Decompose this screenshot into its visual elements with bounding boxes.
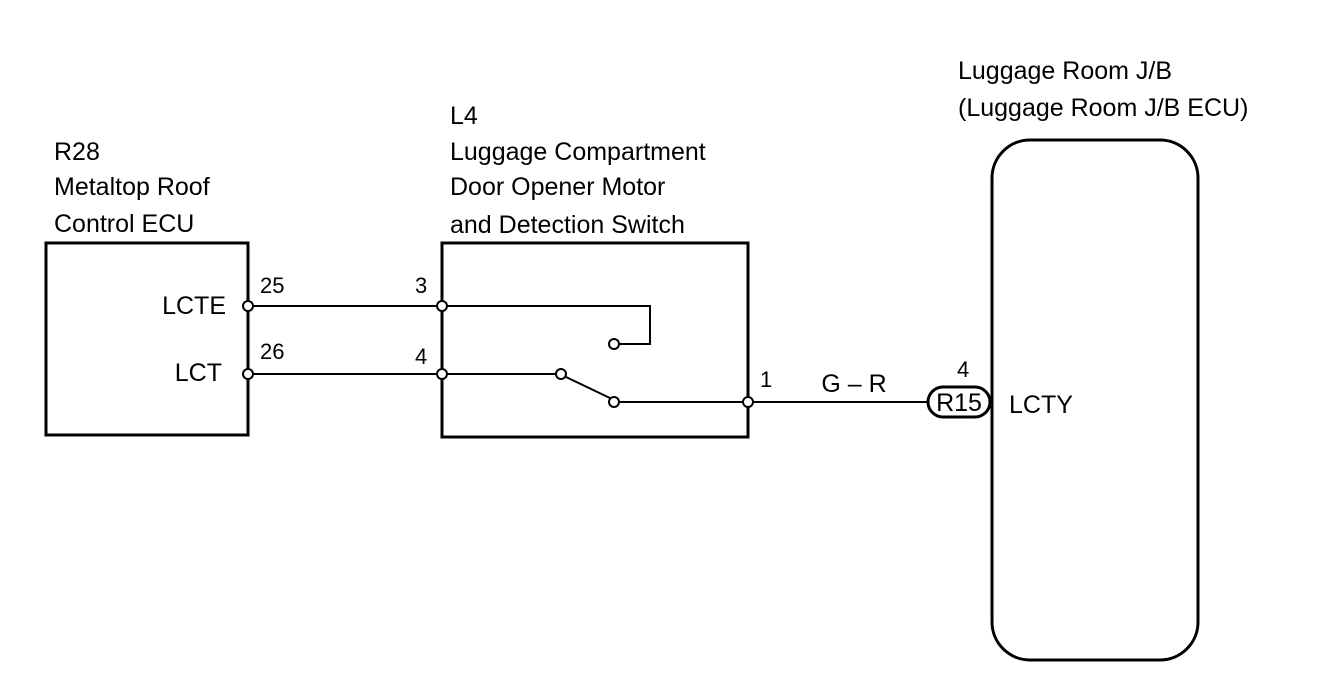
jb-name-line2: (Luggage Room J/B ECU): [958, 94, 1248, 122]
jb-pin-4: 4: [957, 357, 969, 382]
l4-name-line3: and Detection Switch: [450, 211, 685, 239]
r15-connector-label: R15: [936, 389, 982, 417]
switch-upper-contact: [608, 338, 620, 350]
l4-pin-3: 3: [415, 273, 427, 298]
r28-name-line1: Metaltop Roof: [54, 173, 210, 201]
l4-code: L4: [450, 102, 478, 130]
r28-ecu-box: [44, 241, 250, 437]
l4-motor-switch: L4 Luggage Compartment Door Opener Motor…: [415, 102, 772, 439]
l4-name-line2: Door Opener Motor: [450, 173, 665, 201]
l4-terminal-4: [436, 368, 448, 380]
l4-box: [440, 241, 750, 439]
l4-name-line1: Luggage Compartment: [450, 138, 706, 166]
switch-upper-contact-wire: [442, 305, 651, 345]
r28-terminal-lct: LCT: [175, 359, 222, 387]
switch-blade: [565, 376, 613, 400]
r28-code: R28: [54, 138, 100, 166]
jb-box: [990, 138, 1200, 662]
l4-pin-1: 1: [760, 367, 772, 392]
r15-connector-badge: [926, 385, 992, 419]
r28-pin-26: 26: [260, 339, 284, 364]
switch-pivot: [555, 368, 567, 380]
jb-name-line1: Luggage Room J/B: [958, 57, 1172, 85]
r28-terminal-25: [242, 300, 254, 312]
l4-terminal-3: [436, 300, 448, 312]
jb-terminal-lcty: LCTY: [1009, 391, 1073, 419]
r28-name-line2: Control ECU: [54, 210, 194, 238]
r28-terminal-lcte: LCTE: [162, 292, 226, 320]
r28-pin-25: 25: [260, 273, 284, 298]
l4-terminal-1: [742, 396, 754, 408]
r28-ecu: R28 Metaltop Roof Control ECU LCTE LCT 2…: [44, 138, 284, 437]
luggage-room-jb: Luggage Room J/B (Luggage Room J/B ECU) …: [926, 57, 1248, 662]
r28-terminal-26: [242, 368, 254, 380]
l4-pin-4: 4: [415, 344, 427, 369]
wire-color-label: G – R: [821, 370, 886, 398]
switch-lower-contact: [608, 396, 620, 408]
